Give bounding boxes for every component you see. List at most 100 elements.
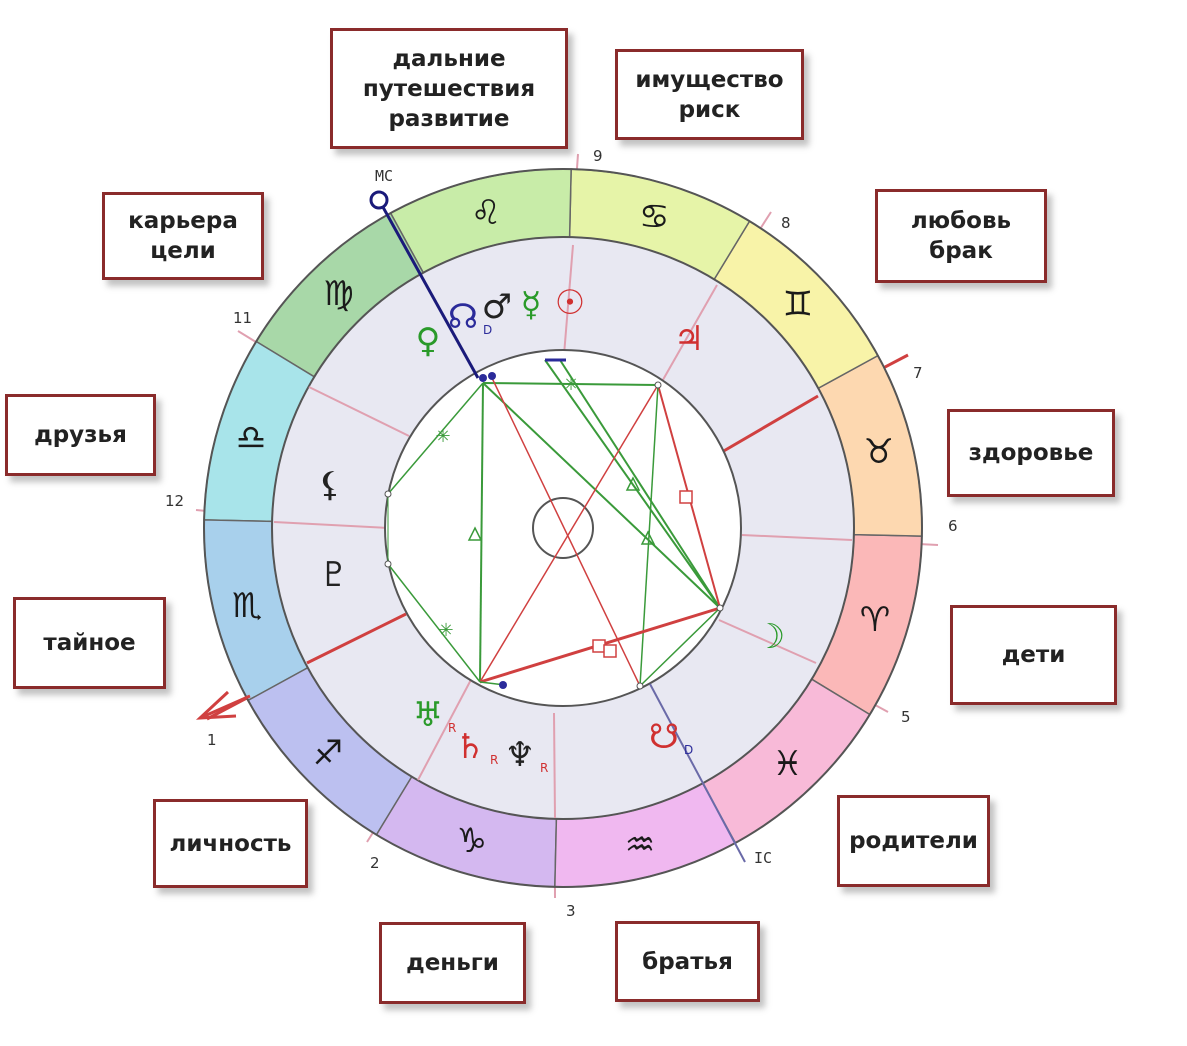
house-ring-cusp-7 xyxy=(721,394,819,454)
aspect-line xyxy=(482,382,659,386)
center-circle xyxy=(532,497,594,559)
house-ring-cusp-lines xyxy=(273,244,853,819)
zodiac-ring-outer-border xyxy=(203,168,923,888)
pisces-icon: ♓ xyxy=(772,744,802,784)
aspect-line xyxy=(482,382,721,609)
house-3-label: братья xyxy=(615,921,760,1002)
capricorn-icon: ♑ xyxy=(457,821,487,861)
moon-icon: ☽ xyxy=(755,617,785,657)
aspect-line xyxy=(387,563,481,683)
neptune-icon: ♆ xyxy=(505,735,535,775)
aspect-line xyxy=(491,377,641,687)
aspect-line xyxy=(387,382,484,495)
leo-icon: ♌ xyxy=(471,193,501,233)
house-ring-cusp-5 xyxy=(718,619,817,664)
planet-dot xyxy=(479,374,487,382)
house-ring-cusp-11 xyxy=(308,386,410,437)
retrograde-flag: R xyxy=(490,753,498,767)
retrograde-flag: R xyxy=(540,761,548,775)
house-ring-cusp-2 xyxy=(417,673,475,781)
north-node-icon: ☊ xyxy=(448,297,478,337)
aspect-lines xyxy=(387,359,721,687)
aspect-symbols: ✳ ✳ ✳ xyxy=(384,358,724,690)
taurus-icon: ♉ xyxy=(864,432,894,472)
house-number-11: 11 xyxy=(233,309,252,327)
zodiac-ring: ♈ ♉ ♊ ♋ ♌ ♍ ♎ ♏ ♐ ♑ ♒ ♓ xyxy=(203,168,923,888)
house-ring-cusp-12 xyxy=(273,521,389,529)
aries-icon: ♈ xyxy=(860,600,890,640)
axis-labels: MC IC xyxy=(375,167,772,867)
house-ring-cusp-9 xyxy=(563,244,574,356)
sextile-icon: ✳ xyxy=(435,426,450,447)
mc-ic-axis xyxy=(369,190,746,863)
gemini-icon: ♊ xyxy=(783,284,813,324)
sextile-icon: ✳ xyxy=(563,374,578,395)
venus-icon: ♀ xyxy=(416,321,441,361)
square-icon xyxy=(679,490,693,504)
planet-dot xyxy=(636,682,644,690)
retrograde-flag: R xyxy=(448,721,456,735)
jupiter-icon: ♃ xyxy=(674,319,704,359)
house-numbers: 1 2 3 5 6 7 8 9 11 12 xyxy=(165,147,958,920)
planet-dot xyxy=(654,381,662,389)
scorpio-icon: ♏ xyxy=(232,586,262,626)
libra-icon: ♎ xyxy=(236,418,266,458)
house-number-6: 6 xyxy=(948,517,958,535)
trine-icon xyxy=(625,476,641,491)
house-ring-cusp-3 xyxy=(553,712,556,819)
house-number-3: 3 xyxy=(566,902,576,920)
sagittarius-icon: ♐ xyxy=(313,734,343,774)
planet-dot xyxy=(488,372,496,380)
house-6-label: здоровье xyxy=(947,409,1115,497)
pluto-icon: ♇ xyxy=(319,555,349,595)
house-7-label: любовь брак xyxy=(875,189,1047,283)
ic-axis-line xyxy=(649,683,746,863)
mc-axis-line xyxy=(377,199,480,379)
aspect-line xyxy=(479,384,659,683)
mercury-icon: ☿ xyxy=(521,285,542,325)
lilith-icon: ⚸ xyxy=(318,465,343,505)
house-number-2: 2 xyxy=(370,854,380,872)
sun-icon: ☉ xyxy=(555,283,585,323)
asc-arrow-head xyxy=(195,690,237,720)
aspect-line xyxy=(639,607,721,687)
house-8-label: имущество риск xyxy=(615,49,804,140)
mc-marker-icon xyxy=(369,190,389,210)
house-number-1: 1 xyxy=(207,731,217,749)
house-9-label: дальние путешествия развитие xyxy=(330,28,568,149)
house-number-7: 7 xyxy=(913,364,923,382)
square-icon xyxy=(603,644,617,658)
planet-glyphs: ☉☿♂☊D♀♃⚸♇☽♅R♄R♆R☋D xyxy=(318,283,786,775)
virgo-icon: ♍ xyxy=(323,274,353,314)
saturn-icon: ♄ xyxy=(455,727,485,767)
house-ring-cusp-8 xyxy=(659,284,718,386)
asc-arrow-shaft xyxy=(199,694,251,720)
asc-arrow-icon xyxy=(195,690,251,720)
house-ring-cusp-6 xyxy=(741,534,853,541)
house-number-8: 8 xyxy=(781,214,791,232)
aquarius-icon: ♒ xyxy=(625,825,655,865)
planet-dot xyxy=(499,681,507,689)
planet-dot xyxy=(384,490,392,498)
cancer-icon: ♋ xyxy=(639,197,669,237)
south-node-icon: ☋ xyxy=(649,717,679,757)
ic-label: IC xyxy=(754,849,772,867)
mc-label: MC xyxy=(375,167,393,185)
house-11-label: друзья xyxy=(5,394,156,476)
house-10-label: карьера цели xyxy=(102,192,264,280)
house-4-label: родители xyxy=(837,795,990,887)
planet-dot xyxy=(384,560,392,568)
direct-flag: D xyxy=(483,323,492,337)
house-5-label: дети xyxy=(950,605,1117,705)
direct-flag: D xyxy=(684,743,693,757)
trine-icon xyxy=(467,526,483,541)
trine-icon xyxy=(640,530,656,545)
uranus-icon: ♅ xyxy=(413,695,443,735)
aspect-line xyxy=(479,382,484,683)
house-number-5: 5 xyxy=(901,708,911,726)
house-2-label: деньги xyxy=(379,922,526,1004)
house-number-9: 9 xyxy=(593,147,603,165)
house-1-label: личность xyxy=(153,799,308,888)
house-12-label: тайное xyxy=(13,597,166,689)
planet-dot xyxy=(716,604,724,612)
